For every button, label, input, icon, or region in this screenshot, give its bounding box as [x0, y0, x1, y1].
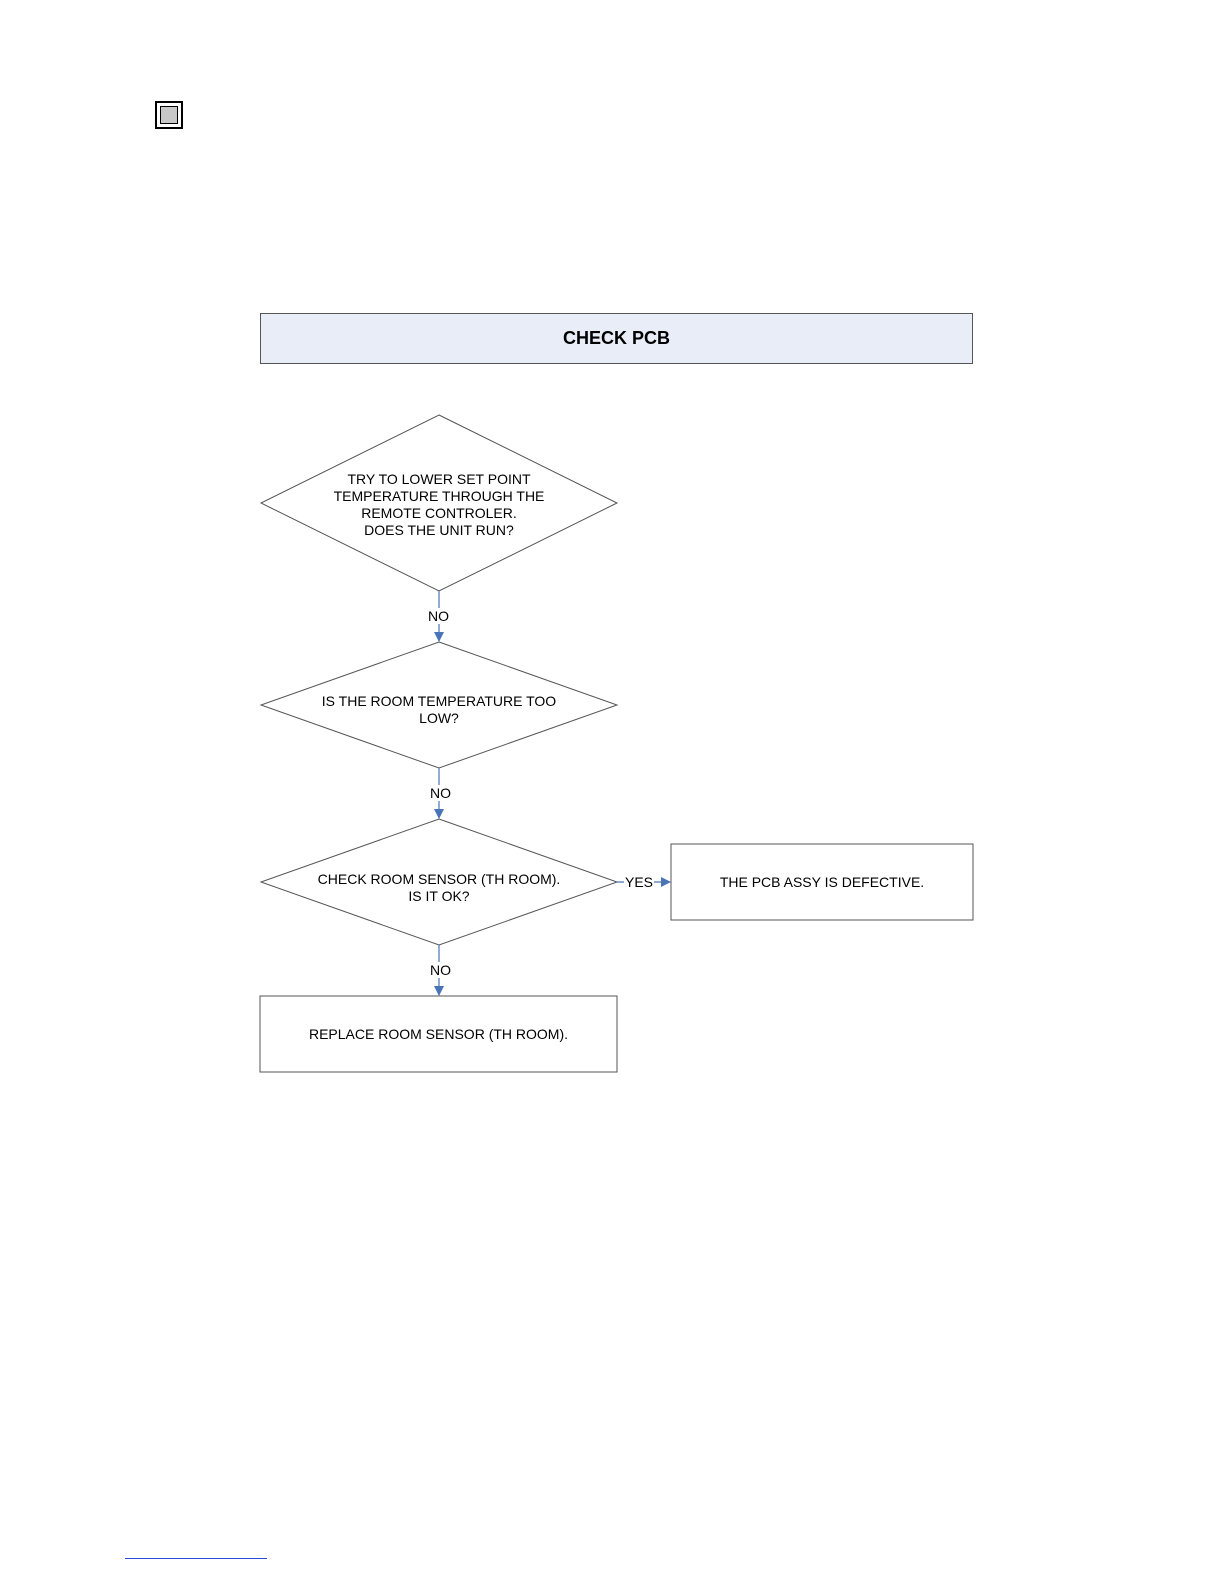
edge-label-yes: YES [624, 874, 654, 890]
decision-text-2: IS THE ROOM TEMPERATURE TOO LOW? [290, 690, 588, 730]
decision-text-3: CHECK ROOM SENSOR (TH ROOM). IS IT OK? [290, 868, 588, 908]
edge-label-no-2: NO [429, 785, 452, 801]
result-text-defective: THE PCB ASSY IS DEFECTIVE. [672, 845, 972, 919]
edge-label-no-1: NO [427, 608, 450, 624]
edge-label-no-3: NO [429, 962, 452, 978]
footnote-rule [125, 1558, 267, 1559]
result-text-replace: REPLACE ROOM SENSOR (TH ROOM). [261, 997, 616, 1071]
decision-text-1: TRY TO LOWER SET POINT TEMPERATURE THROU… [290, 465, 588, 545]
